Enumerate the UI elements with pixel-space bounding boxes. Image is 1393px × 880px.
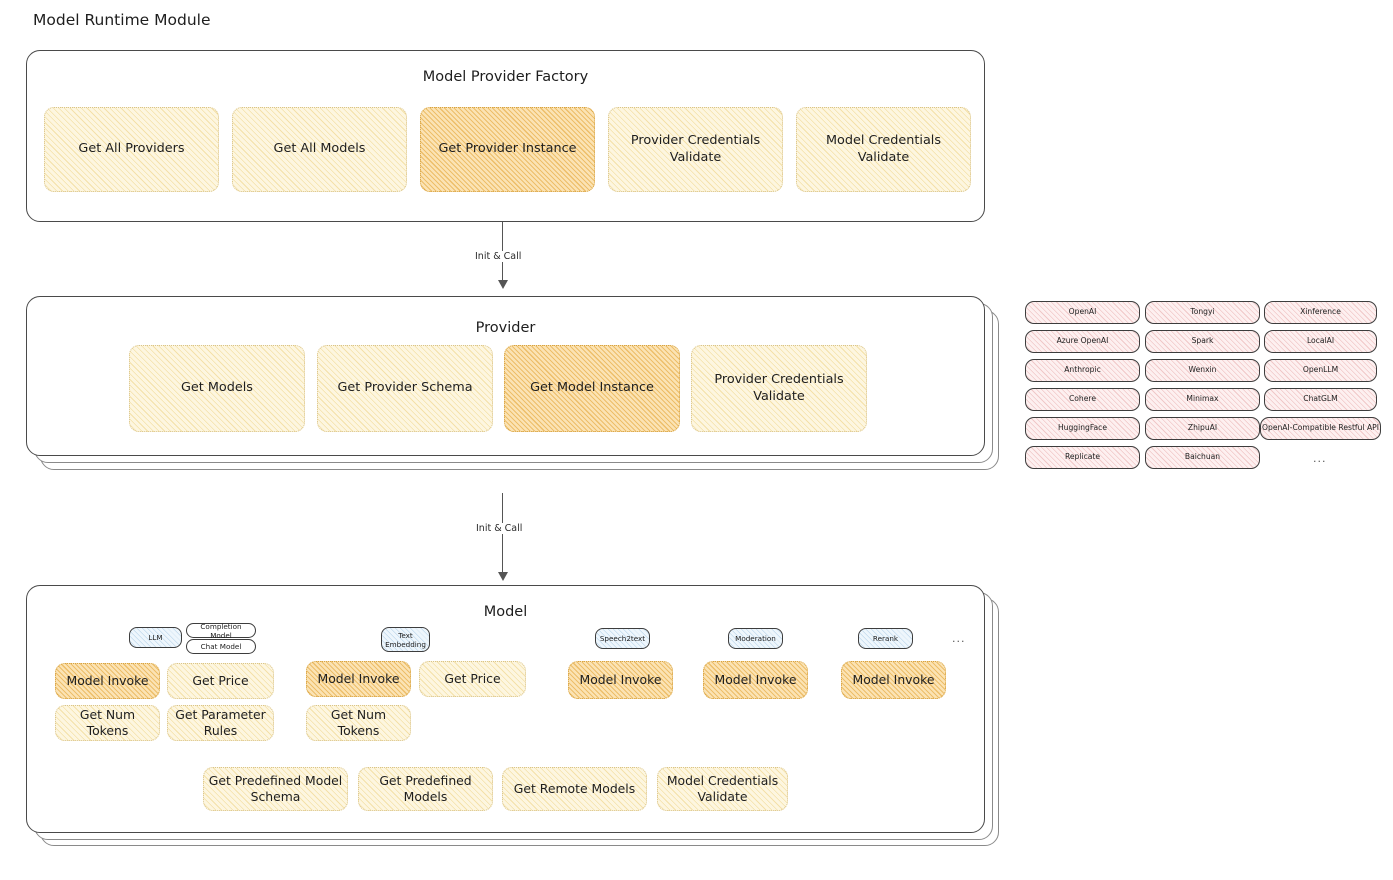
- llm-method-get-price[interactable]: Get Price: [167, 663, 274, 699]
- llm-method-model-invoke[interactable]: Model Invoke: [55, 663, 160, 699]
- llm-method-get-num-tokens[interactable]: Get Num Tokens: [55, 705, 160, 741]
- provider-chip-tongyi[interactable]: Tongyi: [1145, 301, 1260, 324]
- model-type-tag-speech2text[interactable]: Speech2text: [595, 628, 650, 649]
- provider-chip-replicate[interactable]: Replicate: [1025, 446, 1140, 469]
- model-subtag-chat-model[interactable]: Chat Model: [186, 639, 256, 654]
- model-type-tag-text-embedding[interactable]: Text Embedding: [381, 627, 430, 652]
- factory-item-get-all-models[interactable]: Get All Models: [232, 107, 407, 192]
- provider-chip-localai[interactable]: LocalAI: [1264, 330, 1377, 353]
- page-title: Model Runtime Module: [33, 11, 211, 29]
- provider-chip-xinference[interactable]: Xinference: [1264, 301, 1377, 324]
- model-common-get-remote-models[interactable]: Get Remote Models: [502, 767, 647, 811]
- model-subtag-completion-model[interactable]: Completion Model: [186, 622, 256, 640]
- rerank-method-model-invoke[interactable]: Model Invoke: [841, 661, 946, 699]
- arrow-provider-to-model-line: [502, 493, 504, 577]
- provider-item-get-model-instance[interactable]: Get Model Instance: [504, 345, 680, 432]
- factory-item-get-provider-instance[interactable]: Get Provider Instance: [420, 107, 595, 192]
- provider-item-get-provider-schema[interactable]: Get Provider Schema: [317, 345, 493, 432]
- provider-chip-spark[interactable]: Spark: [1145, 330, 1260, 353]
- model-type-tag-moderation[interactable]: Moderation: [728, 628, 783, 649]
- text-embedding-method-get-price[interactable]: Get Price: [419, 661, 526, 697]
- provider-list-more-ellipsis: ...: [1313, 452, 1327, 465]
- arrow-factory-to-provider-label: Init & Call: [472, 251, 525, 262]
- model-common-get-predefined-model-schema[interactable]: Get Predefined Model Schema: [203, 767, 348, 811]
- provider-chip-huggingface[interactable]: HuggingFace: [1025, 417, 1140, 440]
- text-embedding-method-model-invoke[interactable]: Model Invoke: [306, 661, 411, 697]
- provider-chip-baichuan[interactable]: Baichuan: [1145, 446, 1260, 469]
- model-common-get-predefined-models[interactable]: Get Predefined Models: [358, 767, 493, 811]
- provider-chip-azure-openai[interactable]: Azure OpenAI: [1025, 330, 1140, 353]
- text-embedding-method-get-num-tokens[interactable]: Get Num Tokens: [306, 705, 411, 741]
- provider-chip-openai-compatible-restful-api[interactable]: OpenAI-Compatible Restful API: [1260, 417, 1381, 440]
- provider-item-get-models[interactable]: Get Models: [129, 345, 305, 432]
- arrow-provider-to-model-label: Init & Call: [473, 523, 526, 534]
- provider-chip-chatglm[interactable]: ChatGLM: [1264, 388, 1377, 411]
- moderation-method-model-invoke[interactable]: Model Invoke: [703, 661, 808, 699]
- factory-item-model-credentials-validate[interactable]: Model Credentials Validate: [796, 107, 971, 192]
- model-types-more-ellipsis: ...: [952, 632, 966, 645]
- model-provider-factory-title: Model Provider Factory: [422, 69, 589, 85]
- model-title: Model: [483, 604, 528, 620]
- provider-chip-openllm[interactable]: OpenLLM: [1264, 359, 1377, 382]
- factory-item-provider-credentials-validate[interactable]: Provider Credentials Validate: [608, 107, 783, 192]
- provider-chip-cohere[interactable]: Cohere: [1025, 388, 1140, 411]
- provider-chip-minimax[interactable]: Minimax: [1145, 388, 1260, 411]
- arrow-provider-to-model-head: [498, 572, 508, 581]
- llm-method-get-parameter-rules[interactable]: Get Parameter Rules: [167, 705, 274, 741]
- arrow-factory-to-provider-head: [498, 280, 508, 289]
- provider-chip-anthropic[interactable]: Anthropic: [1025, 359, 1140, 382]
- provider-chip-openai[interactable]: OpenAI: [1025, 301, 1140, 324]
- provider-item-provider-credentials-validate[interactable]: Provider Credentials Validate: [691, 345, 867, 432]
- speech2text-method-model-invoke[interactable]: Model Invoke: [568, 661, 673, 699]
- provider-chip-zhipuai[interactable]: ZhipuAI: [1145, 417, 1260, 440]
- model-type-tag-llm[interactable]: LLM: [129, 627, 182, 648]
- model-common-model-credentials-validate[interactable]: Model Credentials Validate: [657, 767, 788, 811]
- model-type-tag-rerank[interactable]: Rerank: [858, 628, 913, 649]
- provider-title: Provider: [475, 320, 536, 336]
- provider-chip-wenxin[interactable]: Wenxin: [1145, 359, 1260, 382]
- factory-item-get-all-providers[interactable]: Get All Providers: [44, 107, 219, 192]
